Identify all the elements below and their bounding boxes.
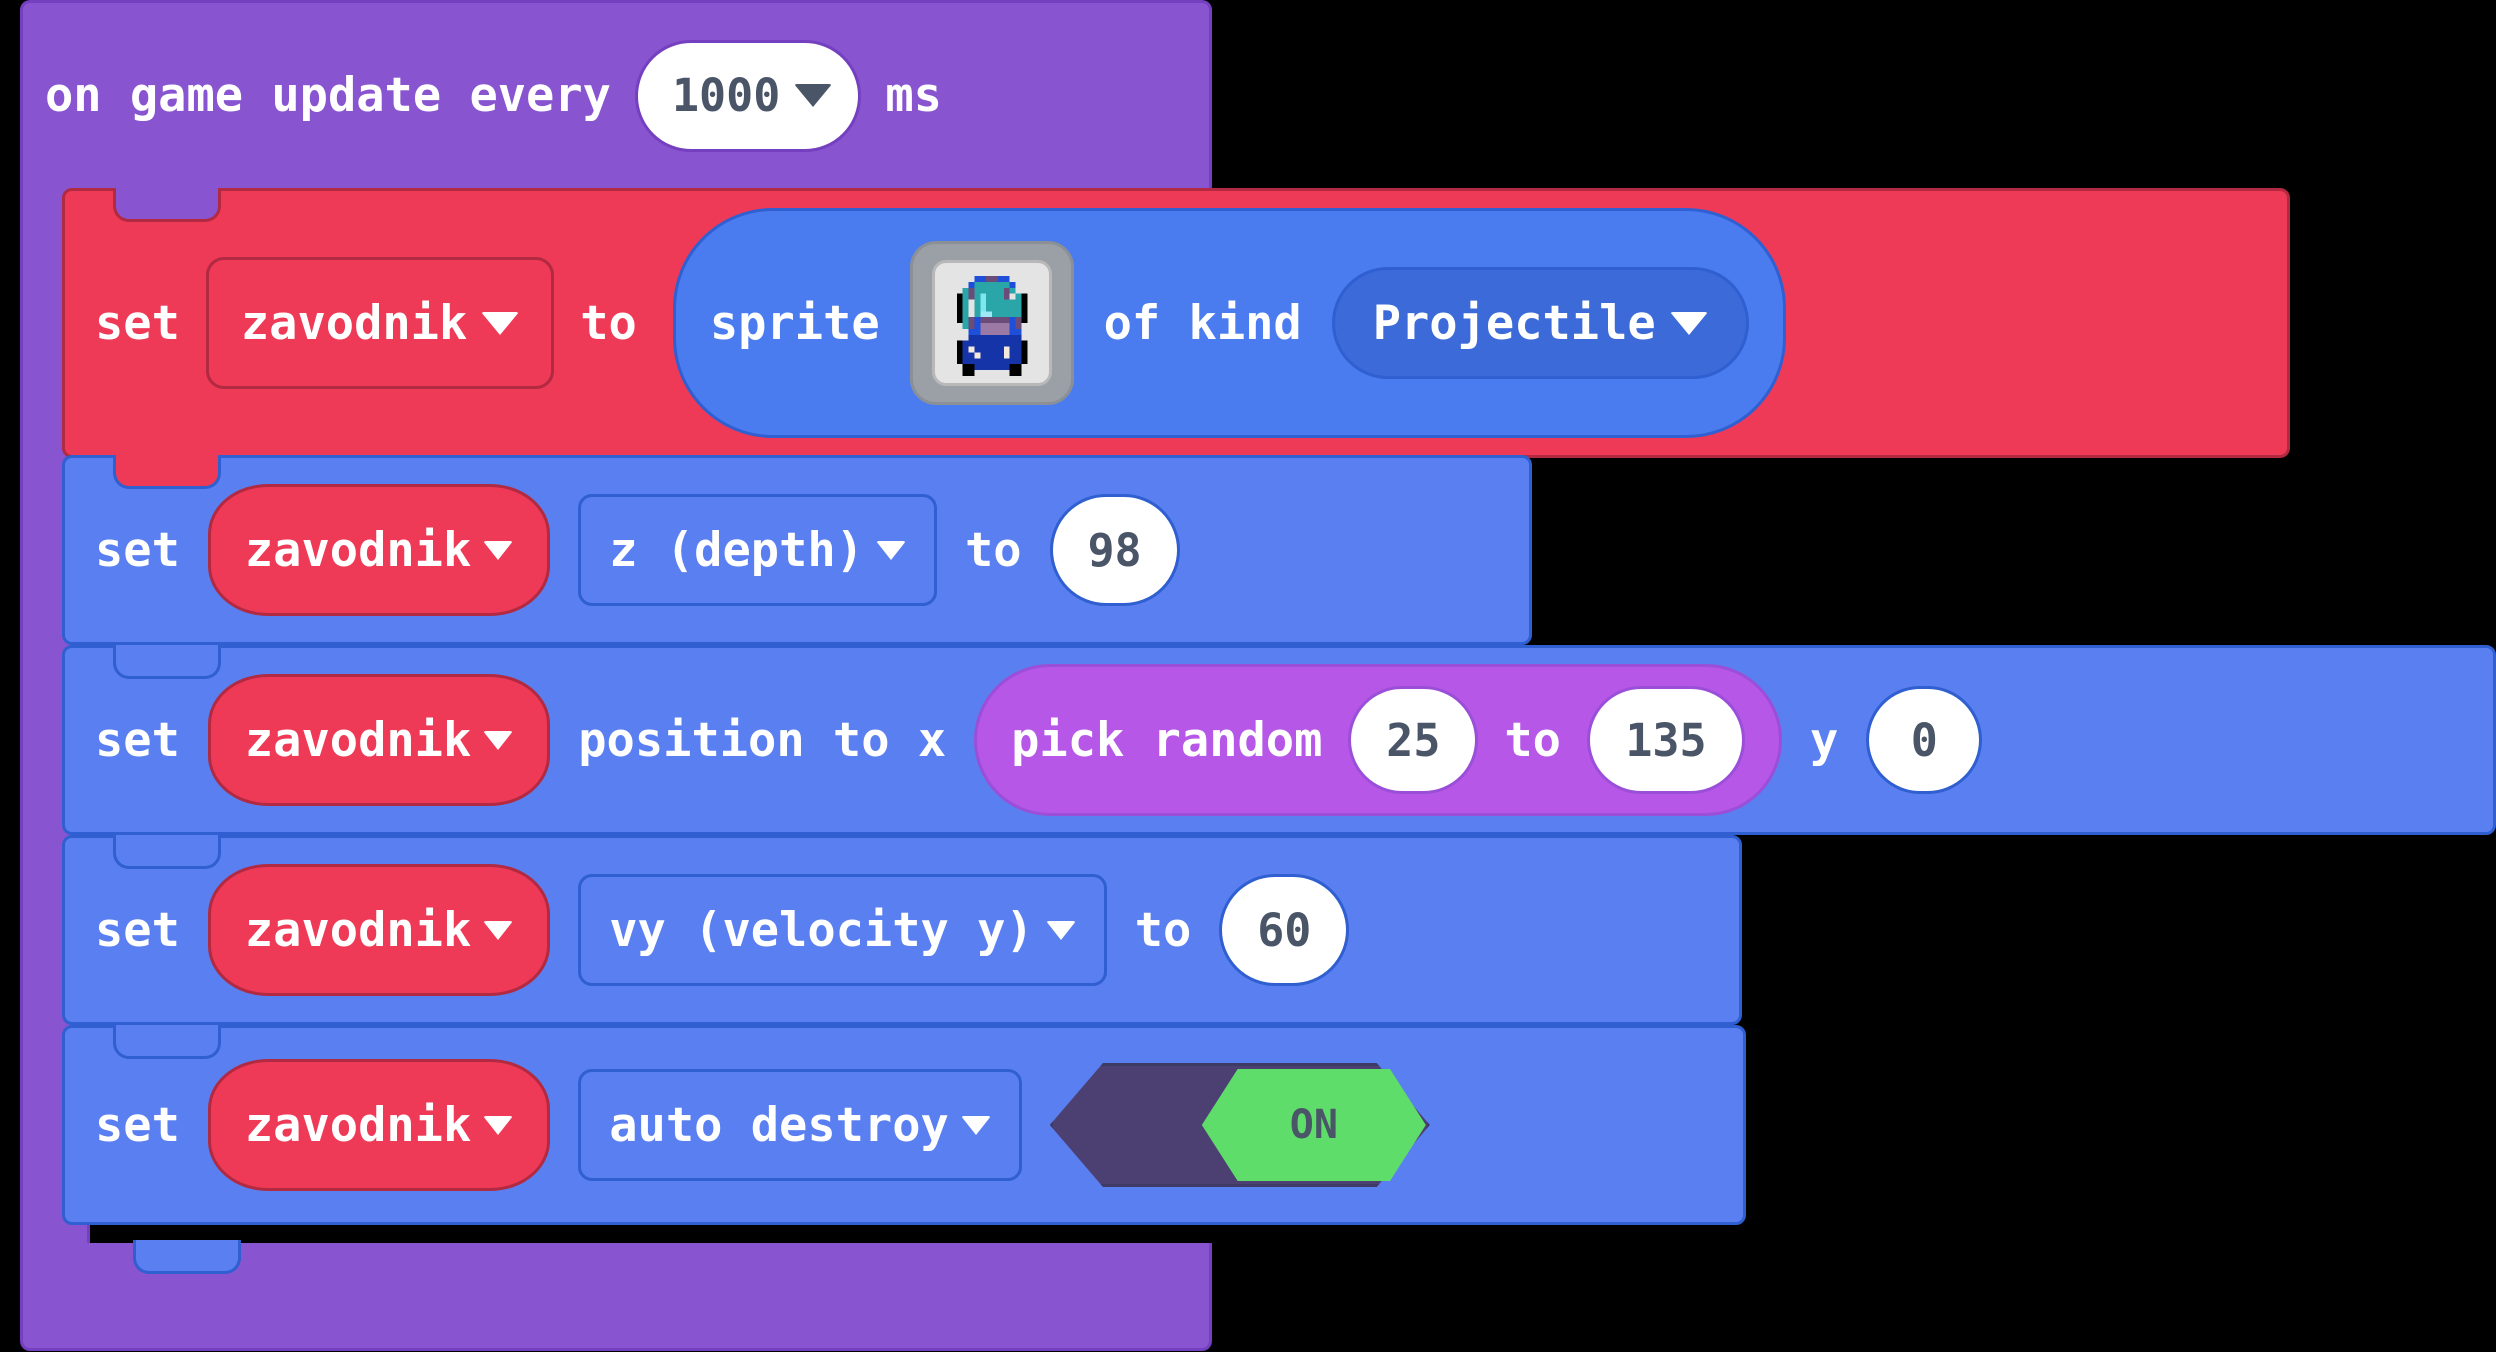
chevron-down-icon <box>1045 920 1076 940</box>
pick-random-label: pick random <box>1011 712 1323 768</box>
set-vy-block[interactable]: set zavodnik vy (velocity y) to 60 <box>62 835 1742 1025</box>
chevron-down-icon <box>481 311 520 335</box>
event-block-foot-notch <box>133 1240 241 1274</box>
property-dropdown-vy[interactable]: vy (velocity y) <box>578 874 1107 986</box>
set-auto-destroy-block[interactable]: set zavodnik auto destroy ON <box>62 1025 1746 1225</box>
kind-value-label: Projectile <box>1372 295 1656 351</box>
pick-random-reporter[interactable]: pick random 25 to 135 <box>974 664 1782 816</box>
variable-name-label: zavodnik <box>244 902 472 958</box>
pick-random-to-label: to <box>1504 712 1561 768</box>
position-to-x-label: position to x <box>578 712 947 768</box>
pick-random-min-input[interactable]: 25 <box>1348 686 1479 794</box>
block-top-notch <box>113 835 221 869</box>
set-keyword-label: set <box>95 1097 180 1153</box>
sprite-label: sprite <box>709 295 880 351</box>
block-top-notch <box>113 188 221 222</box>
sprite-of-kind-reporter[interactable]: sprite <box>672 208 1786 438</box>
variable-dropdown-zavodnik[interactable]: zavodnik <box>207 674 551 806</box>
chevron-down-icon <box>483 730 514 750</box>
block-top-notch <box>113 1025 221 1059</box>
variable-name-label: zavodnik <box>244 1097 472 1153</box>
set-position-block[interactable]: set zavodnik position to x pick random 2… <box>62 645 2496 835</box>
block-top-notch <box>113 645 221 679</box>
set-keyword-label: set <box>95 522 180 578</box>
set-z-depth-block[interactable]: set zavodnik z (depth) to 98 <box>62 455 1532 645</box>
to-label: to <box>964 522 1022 578</box>
set-keyword-label: set <box>95 712 180 768</box>
auto-destroy-toggle[interactable]: ON <box>1049 1063 1430 1187</box>
z-depth-value-input[interactable]: 98 <box>1049 494 1180 606</box>
interval-value: 1000 <box>671 69 781 122</box>
property-label: z (depth) <box>609 522 864 578</box>
kind-dropdown[interactable]: Projectile <box>1331 267 1749 379</box>
variable-dropdown-zavodnik[interactable]: zavodnik <box>207 484 551 616</box>
variable-name-label: zavodnik <box>240 295 468 351</box>
event-block-suffix-label: ms <box>885 68 942 123</box>
variable-dropdown-zavodnik[interactable]: zavodnik <box>207 864 551 996</box>
property-dropdown-auto-destroy[interactable]: auto destroy <box>578 1069 1022 1181</box>
set-keyword-label: set <box>95 902 180 958</box>
chevron-down-icon <box>960 1115 991 1135</box>
property-dropdown-z-depth[interactable]: z (depth) <box>578 494 937 606</box>
pick-random-max-input[interactable]: 135 <box>1586 686 1745 794</box>
y-value-input[interactable]: 0 <box>1866 686 1983 794</box>
vy-value-input[interactable]: 60 <box>1219 874 1350 986</box>
on-game-update-every-block[interactable]: on game update every 1000 ms <box>20 0 1212 188</box>
chevron-down-icon <box>483 1115 514 1135</box>
chevron-down-icon <box>1669 311 1708 335</box>
toggle-state-label: ON <box>1289 1102 1338 1148</box>
property-label: auto destroy <box>609 1097 949 1153</box>
interval-dropdown[interactable]: 1000 <box>634 39 862 152</box>
block-top-notch <box>113 455 221 489</box>
toggle-knob[interactable]: ON <box>1201 1069 1426 1181</box>
event-block-prefix-label: on game update every <box>45 68 611 123</box>
of-kind-label: of kind <box>1103 295 1302 351</box>
variable-dropdown-zavodnik[interactable]: zavodnik <box>205 257 555 389</box>
chevron-down-icon <box>875 540 906 560</box>
variable-name-label: zavodnik <box>244 522 472 578</box>
property-label: vy (velocity y) <box>609 902 1034 958</box>
chevron-down-icon <box>483 920 514 940</box>
set-keyword-label: set <box>95 295 180 351</box>
variable-name-label: zavodnik <box>244 712 472 768</box>
sprite-image-frame <box>931 260 1052 386</box>
variable-dropdown-zavodnik[interactable]: zavodnik <box>207 1059 551 1191</box>
car-sprite-thumbnail <box>956 276 1027 376</box>
y-label: y <box>1809 712 1839 768</box>
to-label: to <box>580 295 637 351</box>
chevron-down-icon <box>483 540 514 560</box>
chevron-down-icon <box>794 84 833 107</box>
set-sprite-block[interactable]: set zavodnik to sprite <box>62 188 2290 458</box>
sprite-image-button[interactable] <box>909 241 1074 405</box>
to-label: to <box>1134 902 1192 958</box>
event-block-foot <box>20 1240 1212 1351</box>
